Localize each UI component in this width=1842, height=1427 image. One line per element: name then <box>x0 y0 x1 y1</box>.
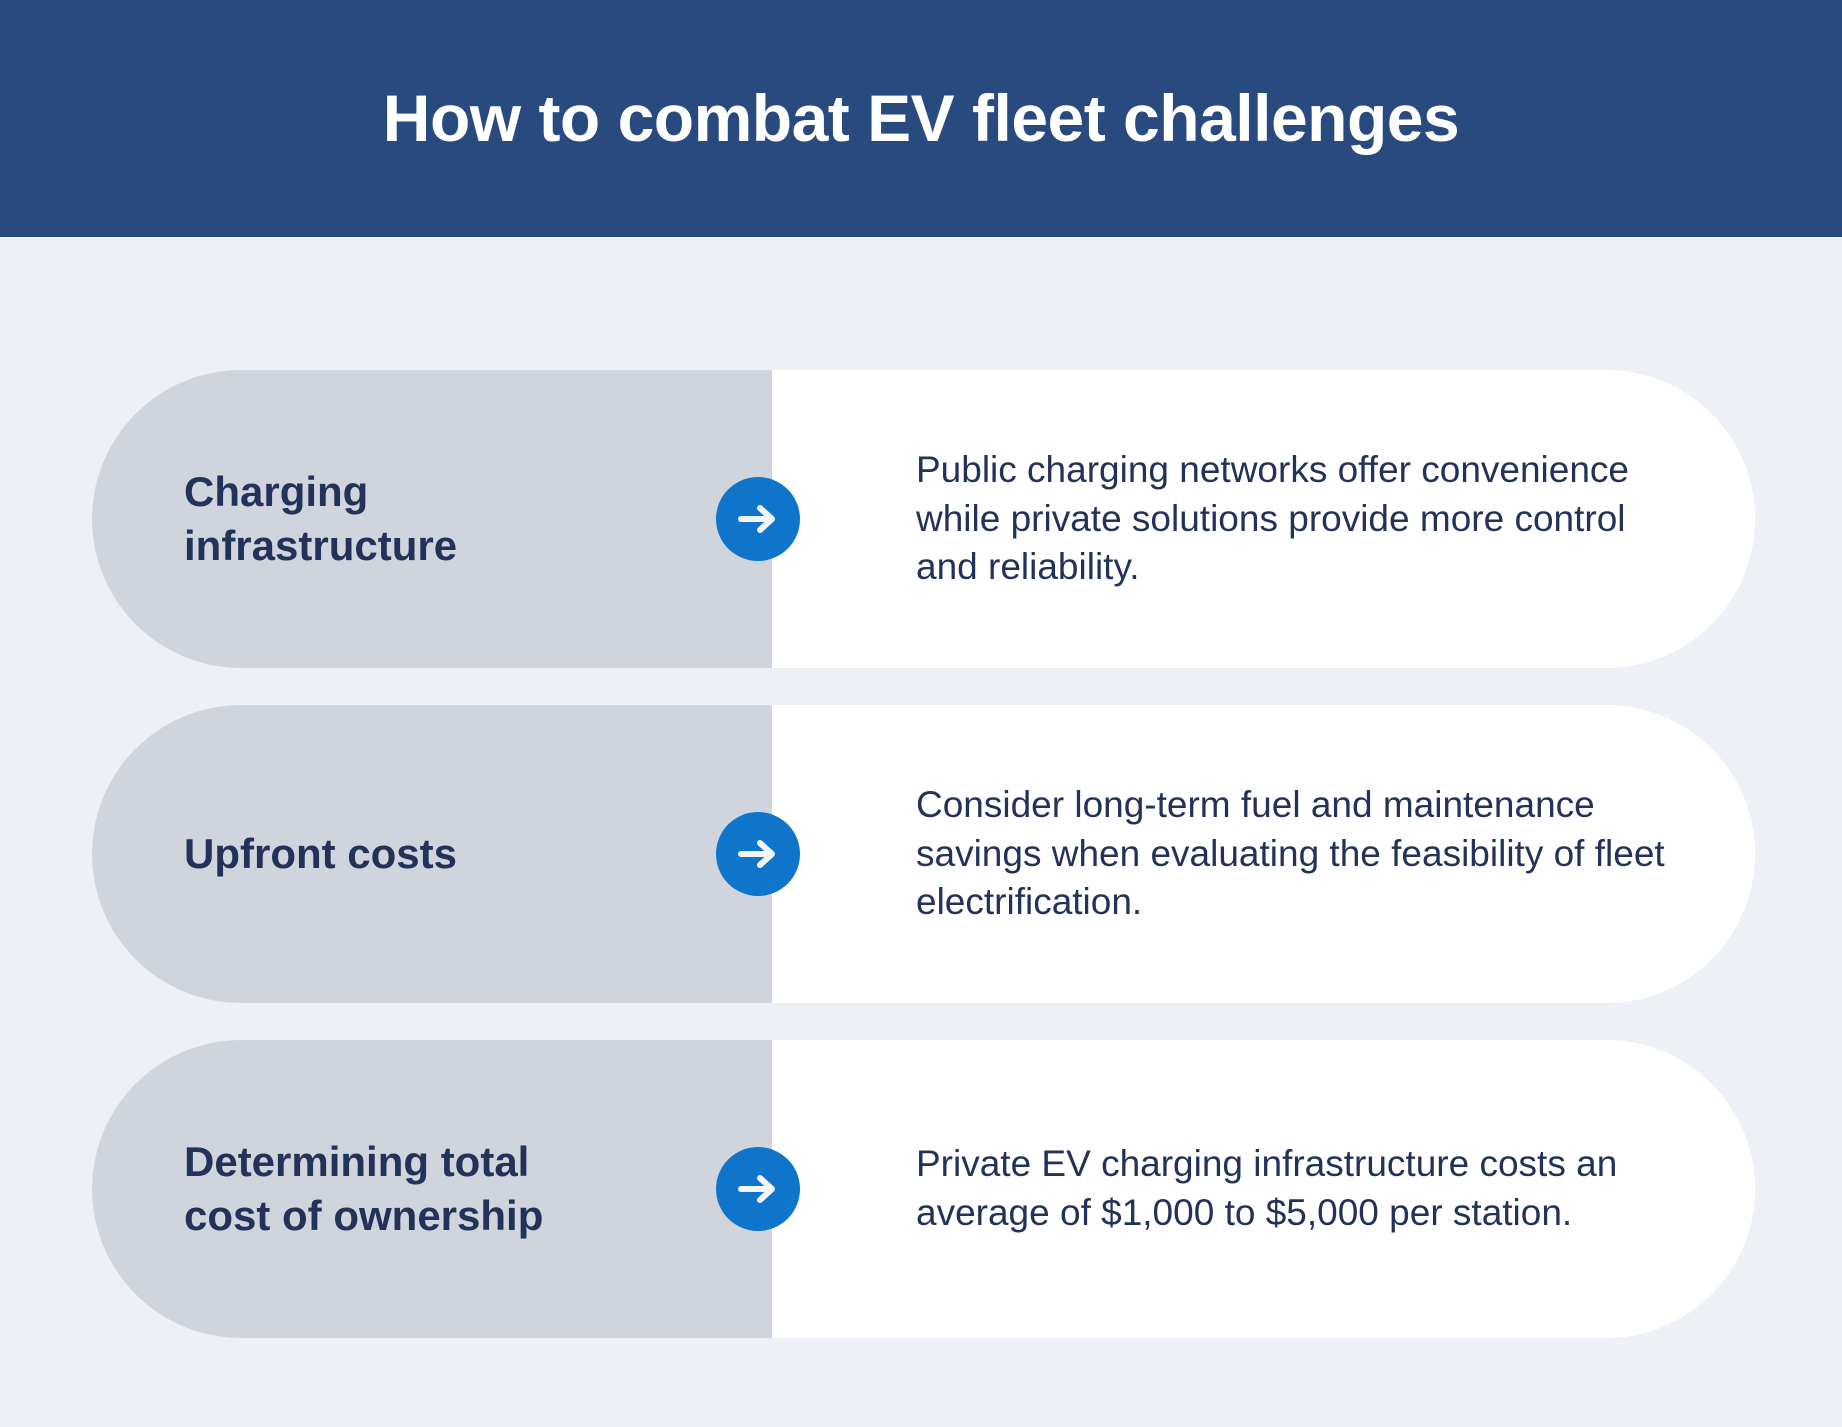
card-title: Determining total cost of ownership <box>184 1138 544 1239</box>
challenge-card: Charging infrastructure Public charging … <box>92 370 1755 668</box>
card-label-panel: Determining total cost of ownership <box>92 1040 772 1338</box>
card-label-panel: Charging infrastructure <box>92 370 772 668</box>
header-banner: How to combat EV fleet challenges <box>0 0 1842 237</box>
page-title: How to combat EV fleet challenges <box>382 81 1460 156</box>
card-description: Consider long-term fuel and maintenance … <box>916 783 1665 923</box>
card-title: Charging infrastructure <box>184 468 458 569</box>
challenge-card: Upfront costs Consider long-term fuel an… <box>92 705 1755 1003</box>
card-description-panel: Consider long-term fuel and maintenance … <box>772 705 1755 1003</box>
card-title: Upfront costs <box>184 830 457 878</box>
card-description: Private EV charging infrastructure costs… <box>916 1143 1618 1233</box>
arrow-right-icon <box>716 1147 800 1231</box>
card-description-panel: Public charging networks offer convenien… <box>772 370 1755 668</box>
card-label-panel: Upfront costs <box>92 705 772 1003</box>
card-description-panel: Private EV charging infrastructure costs… <box>772 1040 1755 1338</box>
arrow-right-icon <box>716 812 800 896</box>
arrow-right-icon <box>716 477 800 561</box>
challenge-card-list: Charging infrastructure Public charging … <box>92 370 1755 1338</box>
challenge-card: Determining total cost of ownership Priv… <box>92 1040 1755 1338</box>
card-description: Public charging networks offer convenien… <box>916 448 1630 588</box>
